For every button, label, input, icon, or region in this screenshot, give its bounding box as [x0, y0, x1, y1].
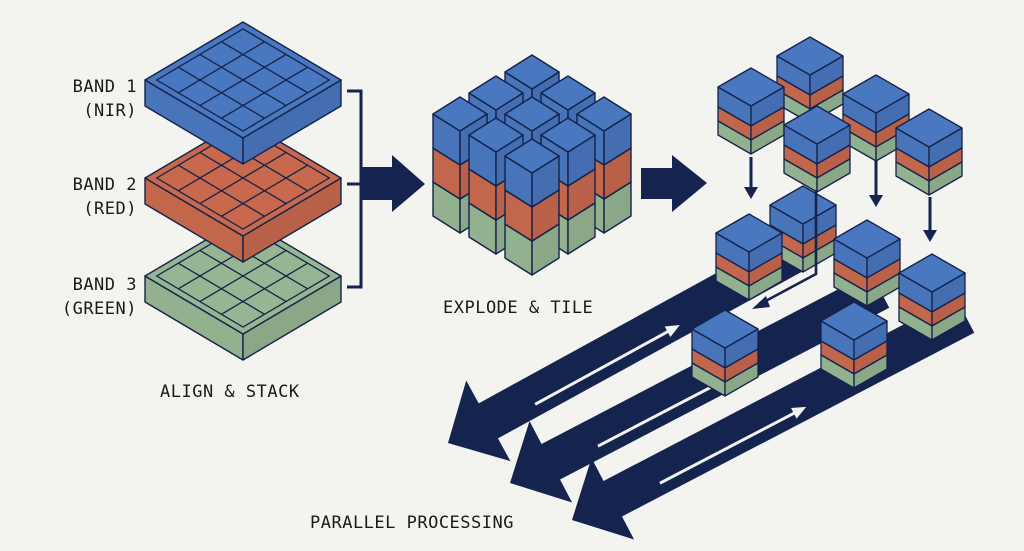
tile-right-face	[928, 161, 963, 196]
grid-cube	[468, 117, 524, 187]
tile-right-face	[931, 306, 966, 341]
slab-top-face	[576, 96, 632, 132]
bent-arrow-head	[752, 296, 770, 309]
band-3-type: (GREEN)	[62, 299, 137, 319]
tile-cube	[432, 54, 632, 276]
band-2-name: BAND 2	[73, 175, 137, 195]
arrow-right-icon	[641, 155, 707, 212]
band-3-slab	[144, 217, 342, 361]
slab-grid-line	[221, 41, 309, 94]
lane-arrow-body	[510, 272, 890, 503]
slab-grid-border	[155, 224, 331, 328]
parallel-processing-label: PARALLEL PROCESSING	[310, 513, 514, 533]
arrow-right-icon	[361, 155, 425, 212]
arrow-head	[923, 230, 937, 242]
return-arrow-head-icon	[791, 406, 807, 419]
return-arrow-line	[659, 410, 799, 485]
slab-top-face	[504, 54, 560, 90]
return-arrow-line	[534, 328, 672, 406]
lane-1	[448, 232, 810, 462]
slab-grid-line	[199, 249, 287, 303]
tile	[769, 185, 837, 273]
arrow-head	[869, 195, 883, 207]
tile-top-face	[691, 309, 759, 349]
dispatch-arrows	[744, 157, 937, 309]
slab-grid-line	[199, 151, 287, 205]
tile-right-face	[853, 354, 888, 389]
bent-arrow-shaft	[759, 190, 818, 306]
tile-top-face	[895, 108, 963, 148]
slab-top-face	[468, 117, 524, 153]
slab-grid-border	[155, 126, 331, 230]
tile	[820, 301, 888, 389]
tile	[783, 105, 851, 193]
band-2-slab	[144, 119, 342, 263]
slab-top-face	[504, 96, 560, 132]
tile-top-face	[715, 213, 783, 253]
arrow-down-icon	[923, 197, 937, 242]
slab-grid-line	[177, 164, 265, 217]
tile	[842, 74, 910, 162]
tile-right-face	[724, 362, 759, 397]
slab-top-face	[468, 75, 524, 111]
grid-cube	[432, 96, 488, 166]
tile-top-face	[833, 219, 901, 259]
slab-grid-line	[177, 66, 265, 119]
explode-tile-label: EXPLODE & TILE	[443, 298, 593, 318]
arrow-down-icon	[744, 157, 758, 199]
tile	[833, 219, 901, 307]
tile	[715, 213, 783, 301]
exploded-tiles	[691, 36, 966, 397]
band-2-type: (RED)	[83, 199, 137, 219]
tile	[691, 309, 759, 397]
tile	[895, 108, 963, 196]
arrow-head	[744, 187, 758, 199]
tile-top-face	[769, 185, 837, 225]
tile-top-face	[776, 36, 844, 76]
slab-top-face	[504, 138, 560, 174]
tile-top-face	[820, 301, 888, 341]
stack-bracket	[347, 89, 363, 289]
slab-grid-border	[155, 28, 331, 132]
slab-grid-line	[199, 53, 287, 107]
align-stack-label: ALIGN & STACK	[160, 382, 300, 402]
band-1-name: BAND 1	[73, 77, 137, 97]
tile-right-face	[816, 158, 851, 193]
band-1-type: (NIR)	[83, 101, 137, 121]
bent-arrow-icon	[752, 190, 818, 309]
tile	[717, 67, 785, 155]
tile-top-face	[717, 67, 785, 107]
grid-cube	[504, 138, 560, 208]
return-arrow-head-icon	[664, 325, 680, 338]
arrow-down-icon	[869, 161, 883, 207]
tile-top-face	[842, 74, 910, 114]
slab-top-face	[540, 75, 596, 111]
band-3-name: BAND 3	[73, 275, 137, 295]
slab-top-face	[432, 96, 488, 132]
tile-right-face	[748, 266, 783, 301]
band-stack	[144, 21, 342, 361]
slab-grid-line	[177, 262, 265, 315]
tile-top-face	[783, 105, 851, 145]
tile-top-face	[898, 253, 966, 293]
slab-top-face	[540, 117, 596, 153]
band-1-slab	[144, 21, 342, 165]
tile	[898, 253, 966, 341]
